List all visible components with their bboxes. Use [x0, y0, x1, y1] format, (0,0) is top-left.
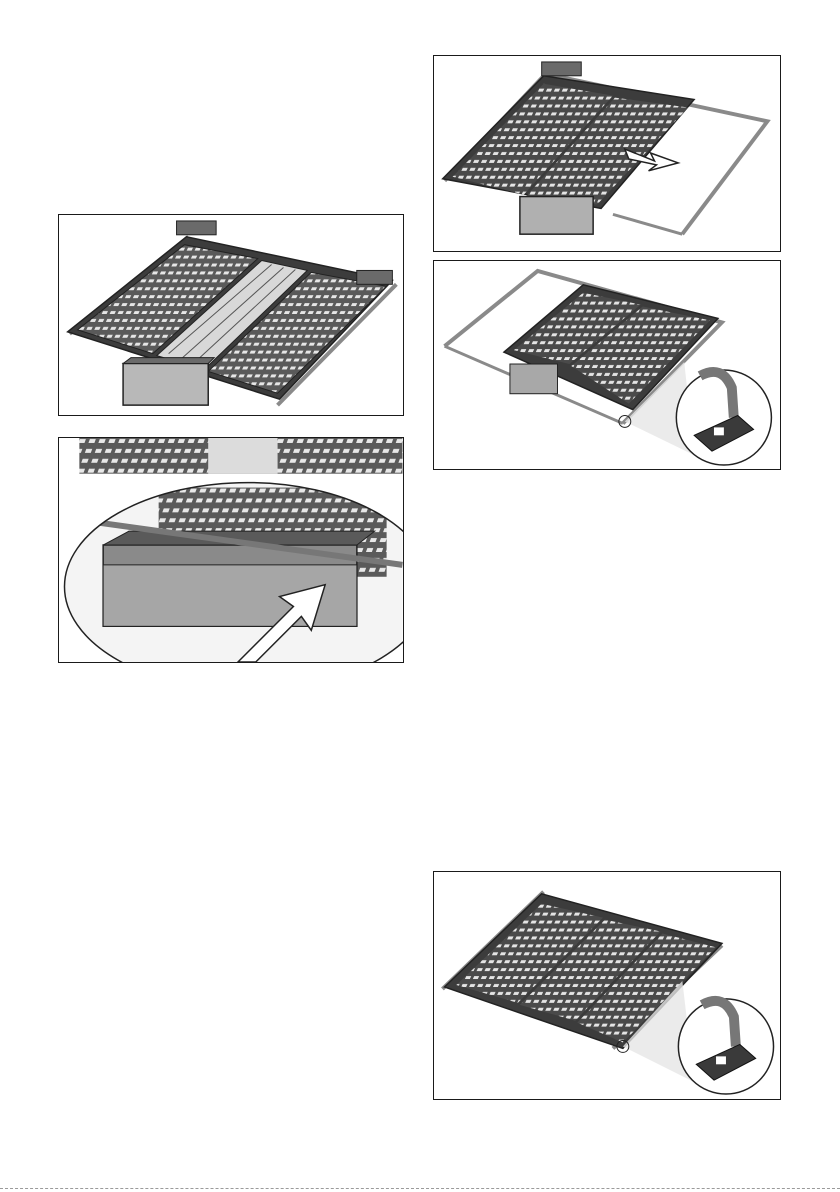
- rail-clip-icon: [676, 370, 771, 465]
- figure-rail-clip: [433, 260, 781, 470]
- tray-slide-illustration: [434, 56, 780, 251]
- tray-on-rails-illustration: [434, 872, 780, 1099]
- magnifier-lens-icon: [60, 478, 403, 662]
- page-bottom-rule: [0, 1188, 840, 1189]
- handle-detail-illustration: [59, 438, 403, 662]
- figure-tray-on-rails-clip: [433, 871, 781, 1100]
- figure-tray-with-handle: [58, 214, 404, 416]
- figure-tray-slide: [433, 55, 781, 252]
- rail-clip-illustration: [434, 261, 780, 469]
- handle-box: [520, 197, 593, 235]
- handle-box: [123, 364, 208, 406]
- tray-illustration: [59, 215, 403, 415]
- figure-handle-detail: [58, 437, 404, 663]
- rail-clip-icon: [678, 999, 773, 1094]
